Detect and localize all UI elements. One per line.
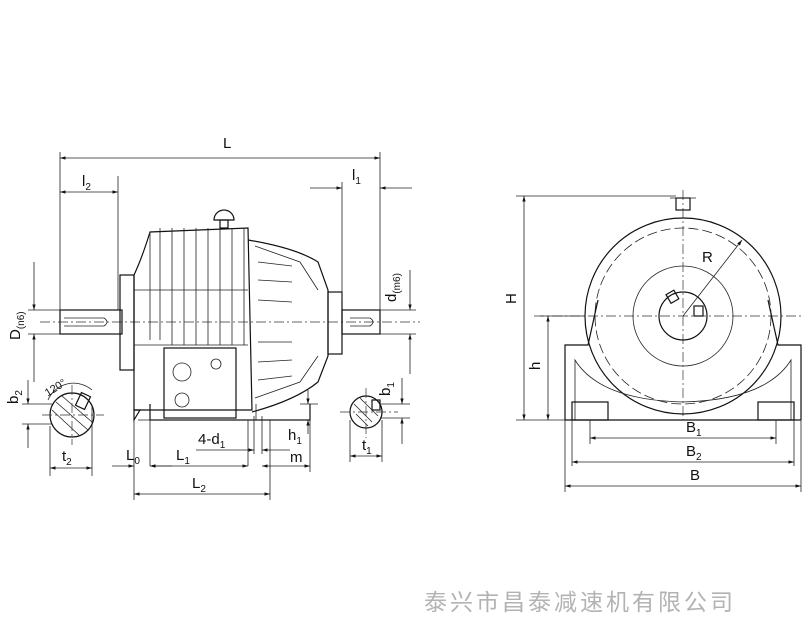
label-h1: h1 xyxy=(288,427,302,447)
base-foot xyxy=(133,404,311,423)
label-L2: L2 xyxy=(192,475,206,495)
label-B2: B2 xyxy=(686,443,702,463)
label-d-m6: d(m6) xyxy=(383,273,403,302)
label-L: L xyxy=(223,135,231,152)
label-m: m xyxy=(290,449,303,466)
label-angle: 120° xyxy=(43,377,69,399)
lifting-eye xyxy=(213,209,235,229)
label-t2: t2 xyxy=(62,448,72,468)
label-4-d1: 4-d1 xyxy=(198,431,226,451)
label-H: H xyxy=(503,293,520,304)
terminal-box xyxy=(163,347,237,419)
input-shaft-section xyxy=(22,380,104,476)
label-R: R xyxy=(702,249,713,266)
label-b2: b2 xyxy=(5,390,25,404)
label-l1: l1 xyxy=(352,167,361,187)
motor-body xyxy=(133,227,253,411)
label-h: h xyxy=(527,362,544,370)
label-B: B xyxy=(690,467,700,484)
label-b1: b1 xyxy=(377,382,397,396)
reducer-housing xyxy=(247,239,343,413)
output-shaft-section xyxy=(340,378,410,462)
label-L1: L1 xyxy=(176,447,190,467)
front-view: L l2 l1 D(n6) d(m6) b2 b1 120° t2 t1 L0 … xyxy=(5,135,420,500)
label-L0: L0 xyxy=(126,447,140,467)
side-view: H h R B1 B2 B xyxy=(503,190,802,492)
side-pedestal xyxy=(564,299,802,421)
label-l2: l2 xyxy=(82,173,91,193)
dim-R xyxy=(682,239,743,317)
input-shaft xyxy=(59,309,123,335)
output-shaft xyxy=(341,309,381,335)
label-D-n6: D(n6) xyxy=(7,311,27,340)
label-B1: B1 xyxy=(686,419,702,439)
label-t1: t1 xyxy=(362,437,372,457)
company-caption: 泰兴市昌泰减速机有限公司 xyxy=(424,590,736,616)
